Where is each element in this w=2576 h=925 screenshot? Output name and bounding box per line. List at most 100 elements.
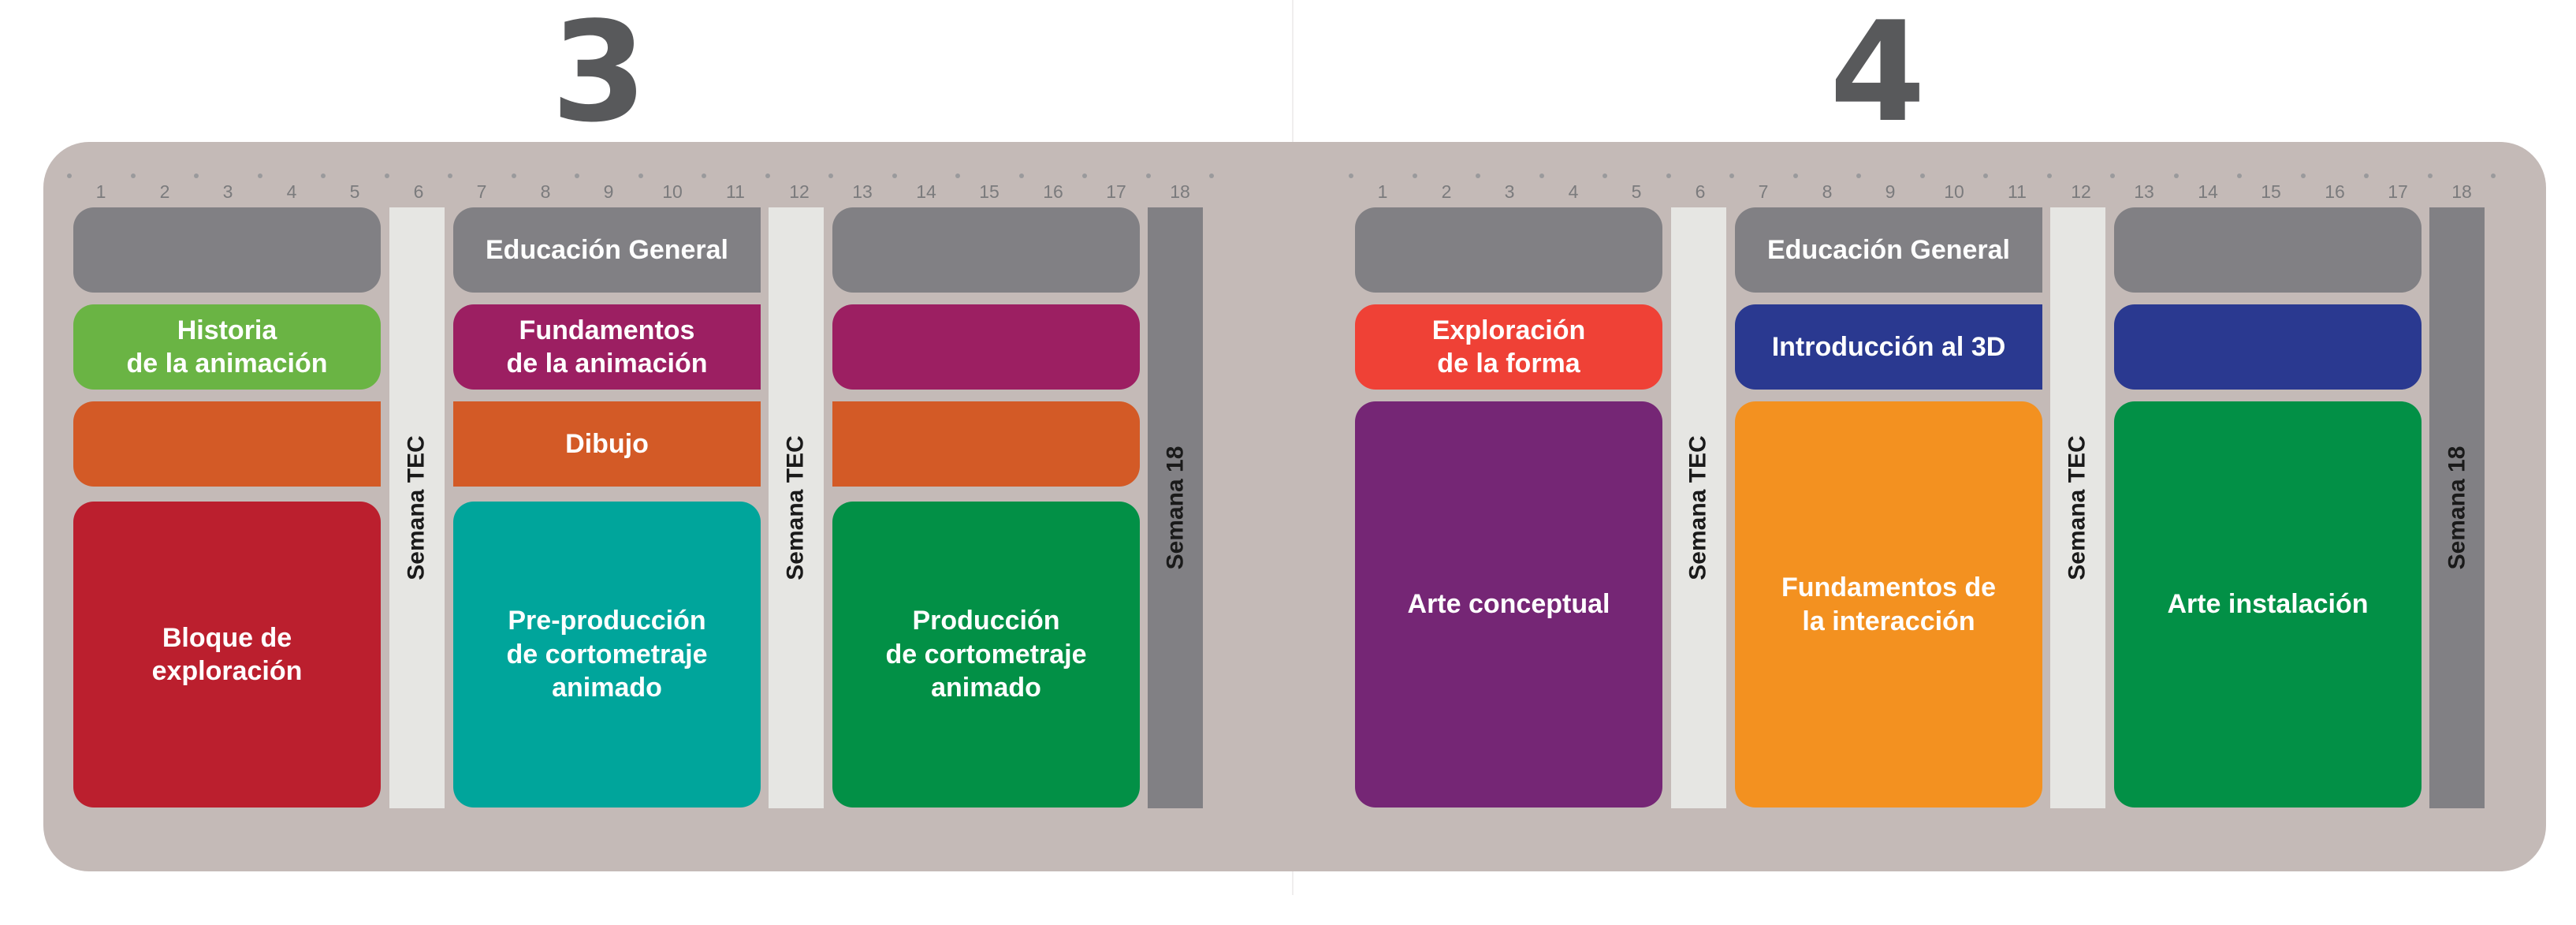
week-tick: 8	[1793, 142, 1859, 202]
week-number: 15	[979, 181, 1000, 202]
week-tick: 2	[131, 142, 196, 202]
semana-tec-label: Semana TEC	[404, 435, 430, 580]
course-block	[73, 401, 381, 487]
week-tick-dot	[1209, 173, 1214, 178]
education-general-block: Educación General	[1735, 207, 2042, 293]
education-general-block	[2114, 207, 2422, 293]
semana-18-bar: Semana 18	[1148, 207, 1203, 808]
week-number: 17	[2388, 181, 2408, 202]
week-tick: 15	[955, 142, 1021, 202]
education-general-block: Educación General	[453, 207, 761, 293]
semana-tec-bar: Semana TEC	[389, 207, 445, 808]
week-number: 9	[603, 181, 614, 202]
week-tick: 12	[2047, 142, 2113, 202]
semana-tec-label: Semana TEC	[783, 435, 809, 580]
week-number: 3	[222, 181, 233, 202]
week-number: 2	[1441, 181, 1452, 202]
week-number: 8	[540, 181, 551, 202]
week-tick-dot	[1082, 173, 1087, 178]
week-tick-dot	[1729, 173, 1734, 178]
week-tick: 11	[702, 142, 767, 202]
week-tick: 4	[258, 142, 323, 202]
week-tick-dot	[385, 173, 389, 178]
week-tick-dot	[1146, 173, 1151, 178]
week-number: 16	[1043, 181, 1063, 202]
week-number: 4	[286, 181, 297, 202]
week-number: 6	[413, 181, 424, 202]
week-tick-dot	[2428, 173, 2433, 178]
week-number: 18	[2451, 181, 2472, 202]
week-tick-dot	[2301, 173, 2306, 178]
week-number: 11	[2008, 181, 2027, 202]
week-tick: 12	[765, 142, 831, 202]
week-tick-dot	[321, 173, 326, 178]
course-block: Dibujo	[453, 401, 761, 487]
week-number: 6	[1695, 181, 1706, 202]
week-tick-dot	[2174, 173, 2179, 178]
week-tick: 1	[67, 142, 132, 202]
course-block	[832, 401, 1140, 487]
week-tick-dot	[828, 173, 833, 178]
week-number: 5	[349, 181, 360, 202]
week-number: 18	[1170, 181, 1190, 202]
week-tick-dot	[575, 173, 579, 178]
week-number: 13	[852, 181, 873, 202]
week-number: 1	[1377, 181, 1388, 202]
week-number: 7	[1758, 181, 1769, 202]
week-tick: 18	[1146, 142, 1214, 202]
week-tick: 14	[2174, 142, 2239, 202]
week-tick-dot	[194, 173, 199, 178]
semana-tec-label: Semana TEC	[1685, 435, 1711, 580]
course-block: Producción de cortometraje animado	[832, 502, 1140, 808]
week-tick: 4	[1539, 142, 1605, 202]
week-tick-dot	[1666, 173, 1671, 178]
week-number: 10	[662, 181, 683, 202]
week-tick-dot	[892, 173, 897, 178]
week-tick: 6	[385, 142, 450, 202]
week-tick-dot	[1793, 173, 1798, 178]
semana-tec-bar: Semana TEC	[769, 207, 824, 808]
week-tick-dot	[131, 173, 136, 178]
week-tick-dot	[1856, 173, 1861, 178]
week-number: 15	[2261, 181, 2281, 202]
week-number: 16	[2325, 181, 2345, 202]
course-block	[2114, 304, 2422, 390]
week-number: 3	[1504, 181, 1515, 202]
week-tick: 17	[2364, 142, 2429, 202]
semana-18-bar: Semana 18	[2429, 207, 2485, 808]
week-tick: 14	[892, 142, 958, 202]
week-tick-dot	[1920, 173, 1925, 178]
course-block: Fundamentos de la interacción	[1735, 401, 2042, 808]
semana-tec-bar: Semana TEC	[1671, 207, 1726, 808]
week-tick-dot	[2110, 173, 2115, 178]
week-number: 14	[916, 181, 936, 202]
course-block: Arte conceptual	[1355, 401, 1662, 808]
week-number: 1	[95, 181, 106, 202]
course-block: Historia de la animación	[73, 304, 381, 390]
week-tick-dot	[1983, 173, 1988, 178]
week-tick: 10	[638, 142, 704, 202]
week-number: 13	[2134, 181, 2154, 202]
week-tick: 9	[575, 142, 640, 202]
semana-18-label: Semana 18	[2444, 446, 2470, 570]
education-general-block	[1355, 207, 1662, 293]
course-block: Pre-producción de cortometraje animado	[453, 502, 761, 808]
week-tick: 3	[1476, 142, 1541, 202]
week-tick: 17	[1082, 142, 1148, 202]
course-block: Bloque de exploración	[73, 502, 381, 808]
week-tick: 8	[512, 142, 577, 202]
week-number: 4	[1568, 181, 1579, 202]
week-tick: 1	[1349, 142, 1414, 202]
week-tick: 11	[1983, 142, 2049, 202]
course-block: Introducción al 3D	[1735, 304, 2042, 390]
week-tick: 16	[2301, 142, 2366, 202]
week-tick: 18	[2428, 142, 2496, 202]
week-tick: 13	[2110, 142, 2176, 202]
education-general-block	[832, 207, 1140, 293]
course-block: Fundamentos de la animación	[453, 304, 761, 390]
week-tick-dot	[258, 173, 262, 178]
week-number: 5	[1631, 181, 1642, 202]
semester-number: 4	[1830, 0, 1926, 153]
week-tick-dot	[955, 173, 960, 178]
week-tick-dot	[1539, 173, 1544, 178]
